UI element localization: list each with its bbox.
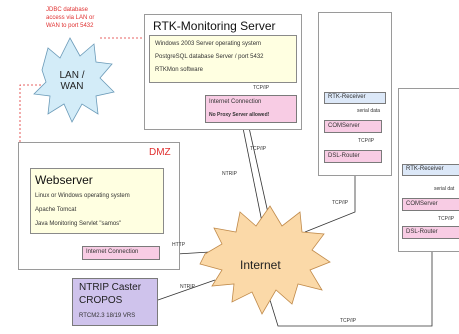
lan-wan-label: LAN / WAN [54, 70, 90, 92]
monitor-tcpip-label: TCP/IP [253, 85, 270, 91]
station1-comserver-label: COMServer [328, 123, 360, 129]
monitoring-internet-connection [205, 95, 297, 123]
dmz-label: DMZ [149, 147, 171, 158]
monitoring-server-details [149, 35, 297, 83]
station1-rtk-receiver-label: RTK-Receiver [328, 94, 366, 100]
monitoring-server-software: RTKMon software [155, 67, 203, 73]
lan-wan-cloud [33, 37, 115, 123]
station2-com-tcpip-label: TCP/IP [438, 216, 455, 222]
station1-comserver [324, 120, 382, 133]
webserver-internet-connection-label: Internet Connection [86, 249, 139, 255]
webserver-servlet: Java Monitoring Servlet "samos" [35, 221, 122, 227]
lan-wan-label-line-2: WAN [60, 81, 84, 92]
station2-dsl-router [402, 226, 459, 239]
monitoring-internet-connection-title: Internet Connection [209, 99, 262, 105]
station2-rtk-receiver-label: RTK-Receiver [406, 166, 444, 172]
station1-serial-label: serial data [357, 108, 381, 114]
ntrip-caster-format: RTCM2.3 18/19 VRS [79, 313, 136, 319]
station2-rtk-receiver [402, 164, 459, 176]
jdbc-note: JDBC database access via LAN or WAN to p… [46, 6, 94, 30]
ntrip-caster-panel: NTRIP Caster CROPOS RTCM2.3 18/19 VRS [72, 278, 158, 326]
station2-comserver-label: COMServer [406, 201, 438, 207]
webserver-panel: Webserver Linux or Windows operating sys… [30, 168, 164, 234]
internet-cloud [199, 205, 331, 315]
webserver-tomcat: Apache Tomcat [35, 207, 77, 213]
monitoring-server-panel: RTK-Monitoring Server Windows 2003 Serve… [144, 14, 302, 130]
ntrip-to-internet-link [241, 122, 263, 223]
jdbc-note-line-3: WAN to port 5432 [46, 23, 94, 29]
http-label: HTTP [172, 242, 186, 248]
internet-label: Internet [240, 258, 281, 272]
station1-dsl-router-label: DSL-Router [328, 153, 360, 159]
caster-to-internet-link [157, 279, 216, 301]
monitor-internet-ntrip-label: NTRIP [222, 171, 237, 177]
station2-comserver [402, 198, 459, 211]
station1-to-internet-link [304, 163, 356, 233]
station2-to-internet-link [269, 239, 433, 327]
webserver-title: Webserver [35, 173, 93, 187]
station2-dsl-router-label: DSL-Router [406, 229, 438, 235]
webserver-os: Linux or Windows operating system [35, 193, 130, 199]
monitoring-server-title: RTK-Monitoring Server [153, 19, 276, 33]
station2-serial-label: serial dat [434, 186, 455, 192]
monitoring-server-db: PostgreSQL database Server / port 5432 [155, 54, 264, 60]
jdbc-note-line-2: access via LAN or [46, 15, 95, 21]
no-proxy-note: No Proxy Server allowed! [209, 112, 270, 118]
caster-ntrip-label: NTRIP [180, 284, 195, 290]
jdbc-note-line-1: JDBC database [46, 7, 89, 13]
webserver-internet-connection [82, 246, 160, 260]
monitor-to-internet-link [247, 122, 271, 223]
lan-wan-label-line-1: LAN / [59, 70, 85, 81]
ntrip-caster-network: CROPOS [79, 295, 123, 306]
station1-dsl-router [324, 150, 382, 163]
station1-rtk-receiver [324, 92, 386, 104]
station1-tcpip-label: TCP/IP [332, 200, 349, 206]
ntrip-caster-title: NTRIP Caster [79, 282, 142, 293]
station1-com-tcpip-label: TCP/IP [358, 138, 375, 144]
monitoring-server-os: Windows 2003 Server operating system [155, 41, 262, 47]
monitor-internet-tcpip-label: TCP/IP [250, 146, 267, 152]
bottom-tcpip-label: TCP/IP [340, 318, 357, 324]
